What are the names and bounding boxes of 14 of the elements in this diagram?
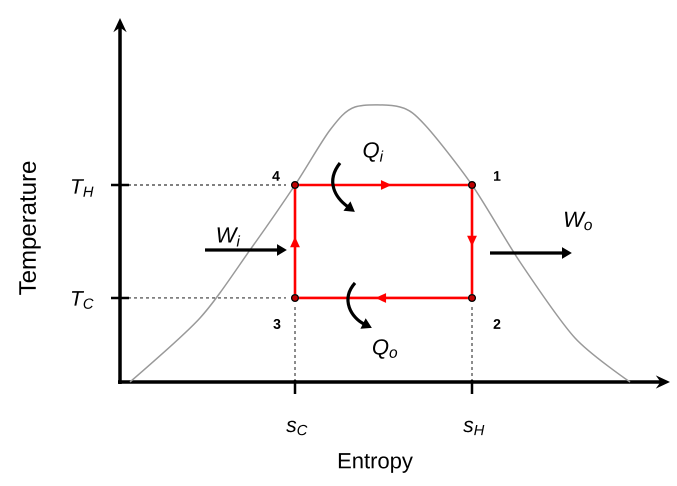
quantity-label: W$_{o}$ xyxy=(564,212,592,230)
state-number: 2 xyxy=(494,319,500,329)
axis-title: Temperature xyxy=(19,162,41,295)
quantity-label: Q$_{i}$ xyxy=(364,142,384,162)
quantity-label: W$_{i}$ xyxy=(218,227,240,247)
tick-label: T$_{C}$ xyxy=(72,291,94,309)
quantity-label: Q$_{o}$ xyxy=(373,339,398,359)
axis-title: Entropy xyxy=(338,453,413,473)
tick-label: s$_{C}$ xyxy=(286,420,308,436)
state-number: 1 xyxy=(494,171,501,181)
tick-label: s$_{H}$ xyxy=(463,420,484,436)
state-number: 3 xyxy=(273,319,280,329)
state-number: 4 xyxy=(272,171,280,181)
tick-label: T$_{H}$ xyxy=(72,179,94,197)
